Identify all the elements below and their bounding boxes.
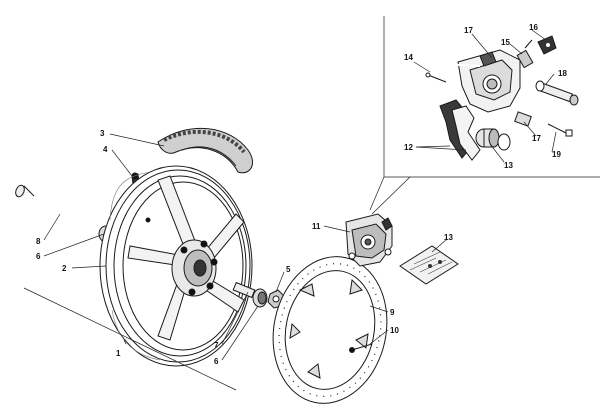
callout-2: 2: [62, 264, 67, 273]
caliper-bolt-left-icon: [437, 63, 481, 67]
leader-lines: [23, 29, 557, 391]
callout-9: 9: [390, 308, 395, 317]
bearing-right-icon: [252, 288, 268, 308]
callout-numbers: 1 2 3 4 5 6 6 7 8 9 10 11 12 13 13 14 15…: [36, 23, 567, 366]
bushing-icon: [514, 111, 532, 127]
disc-bolt-icon: [349, 343, 373, 353]
tire-icon: [157, 127, 253, 174]
brake-pad-icon: [439, 99, 481, 161]
callout-17-lower: 17: [532, 134, 541, 143]
callout-18: 18: [558, 69, 567, 78]
callout-13-inset: 13: [504, 161, 513, 170]
callout-14: 14: [404, 53, 413, 62]
callout-13-bag: 13: [444, 233, 453, 242]
brake-caliper-icon: [345, 213, 393, 267]
callout-7: 7: [214, 341, 219, 350]
callout-8: 8: [36, 237, 41, 246]
wheel-assembly-icon: [99, 165, 253, 367]
caliper-body-exploded: [457, 49, 521, 113]
callout-6-right: 6: [214, 357, 219, 366]
cap-icon: [537, 35, 557, 55]
bleed-screw-icon: [516, 39, 534, 69]
inset-frame: [369, 16, 600, 215]
callout-3: 3: [100, 129, 105, 138]
callout-17-upper: 17: [464, 26, 473, 35]
screw-icon: [547, 123, 573, 137]
callout-15: 15: [501, 38, 510, 47]
callout-16: 16: [529, 23, 538, 32]
callout-11: 11: [312, 222, 321, 231]
callout-1: 1: [116, 349, 121, 358]
piston-seal-icon: [475, 128, 511, 151]
callout-5: 5: [286, 265, 291, 274]
brake-disc-icon: [272, 256, 388, 404]
pin-icon: [425, 72, 447, 83]
callout-10: 10: [390, 326, 399, 335]
callout-12: 12: [404, 143, 413, 152]
callout-6-left: 6: [36, 252, 41, 261]
piston-seal-kit-icon: [399, 245, 459, 285]
caliper-bolt-icon: [535, 80, 579, 106]
callout-19: 19: [552, 150, 561, 159]
callout-4: 4: [103, 145, 108, 154]
